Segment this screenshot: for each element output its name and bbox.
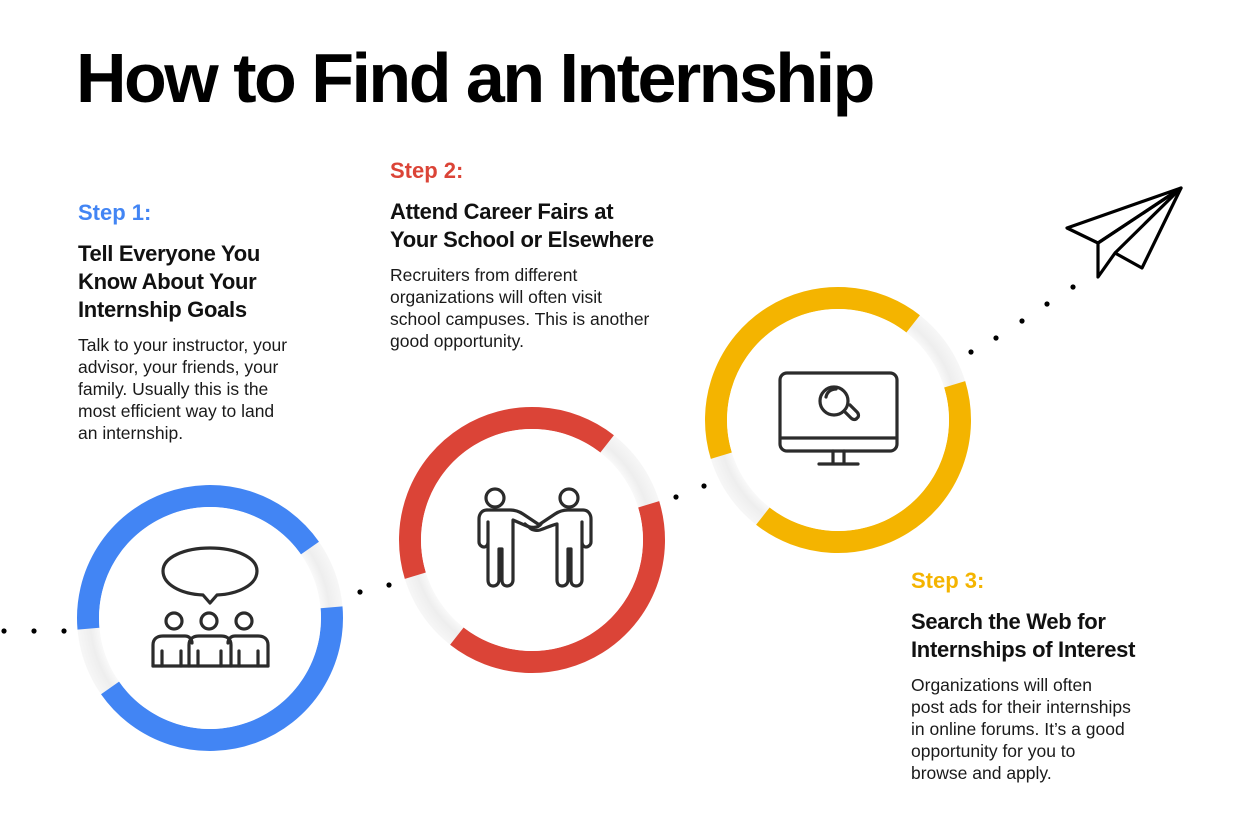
heading-line: Attend Career Fairs at bbox=[390, 199, 614, 224]
body-line: good opportunity. bbox=[390, 331, 524, 351]
body-line: advisor, your friends, your bbox=[78, 357, 279, 377]
body-line: browse and apply. bbox=[911, 763, 1052, 783]
monitor-search-icon bbox=[778, 371, 899, 466]
body-line: organizations will often visit bbox=[390, 287, 603, 307]
heading-line: Internships of Interest bbox=[911, 637, 1136, 662]
step-2-heading: Attend Career Fairs at Your School or El… bbox=[390, 198, 700, 254]
heading-line: Your School or Elsewhere bbox=[390, 227, 654, 252]
handshake-people-icon bbox=[477, 487, 593, 588]
step-3-heading: Search the Web for Internships of Intere… bbox=[911, 608, 1191, 664]
body-line: family. Usually this is the bbox=[78, 379, 269, 399]
step-2-text: Step 2: Attend Career Fairs at Your Scho… bbox=[390, 158, 700, 352]
heading-line: Tell Everyone You bbox=[78, 241, 260, 266]
step-3-text: Step 3: Search the Web for Internships o… bbox=[911, 568, 1191, 784]
step-1-label: Step 1: bbox=[78, 200, 152, 225]
heading-line: Know About Your bbox=[78, 269, 257, 294]
group-speech-bubble-icon bbox=[151, 546, 270, 668]
heading-line: Internship Goals bbox=[78, 297, 247, 322]
page-title: How to Find an Internship bbox=[76, 39, 875, 117]
step-2-ring bbox=[399, 407, 665, 673]
body-line: most efficient way to land bbox=[78, 401, 275, 421]
step-1-body: Talk to your instructor, your advisor, y… bbox=[78, 334, 338, 444]
body-line: in online forums. It’s a good bbox=[911, 719, 1125, 739]
step-1-heading: Tell Everyone You Know About Your Intern… bbox=[78, 240, 338, 324]
paper-plane-icon bbox=[1065, 186, 1183, 279]
step-1-ring bbox=[77, 485, 343, 751]
step-1-text: Step 1: Tell Everyone You Know About You… bbox=[78, 200, 338, 444]
body-line: Recruiters from different bbox=[390, 265, 578, 285]
step-3-ring bbox=[705, 287, 971, 553]
step-3-label: Step 3: bbox=[911, 568, 985, 593]
body-line: Talk to your instructor, your bbox=[78, 335, 288, 355]
heading-line: Search the Web for bbox=[911, 609, 1106, 634]
body-line: an internship. bbox=[78, 423, 184, 443]
body-line: school campuses. This is another bbox=[390, 309, 650, 329]
body-line: post ads for their internships bbox=[911, 697, 1131, 717]
step-2-label: Step 2: bbox=[390, 158, 464, 183]
step-2-body: Recruiters from different organizations … bbox=[390, 264, 700, 352]
body-line: Organizations will often bbox=[911, 675, 1092, 695]
step-3-body: Organizations will often post ads for th… bbox=[911, 674, 1191, 784]
body-line: opportunity for you to bbox=[911, 741, 1076, 761]
